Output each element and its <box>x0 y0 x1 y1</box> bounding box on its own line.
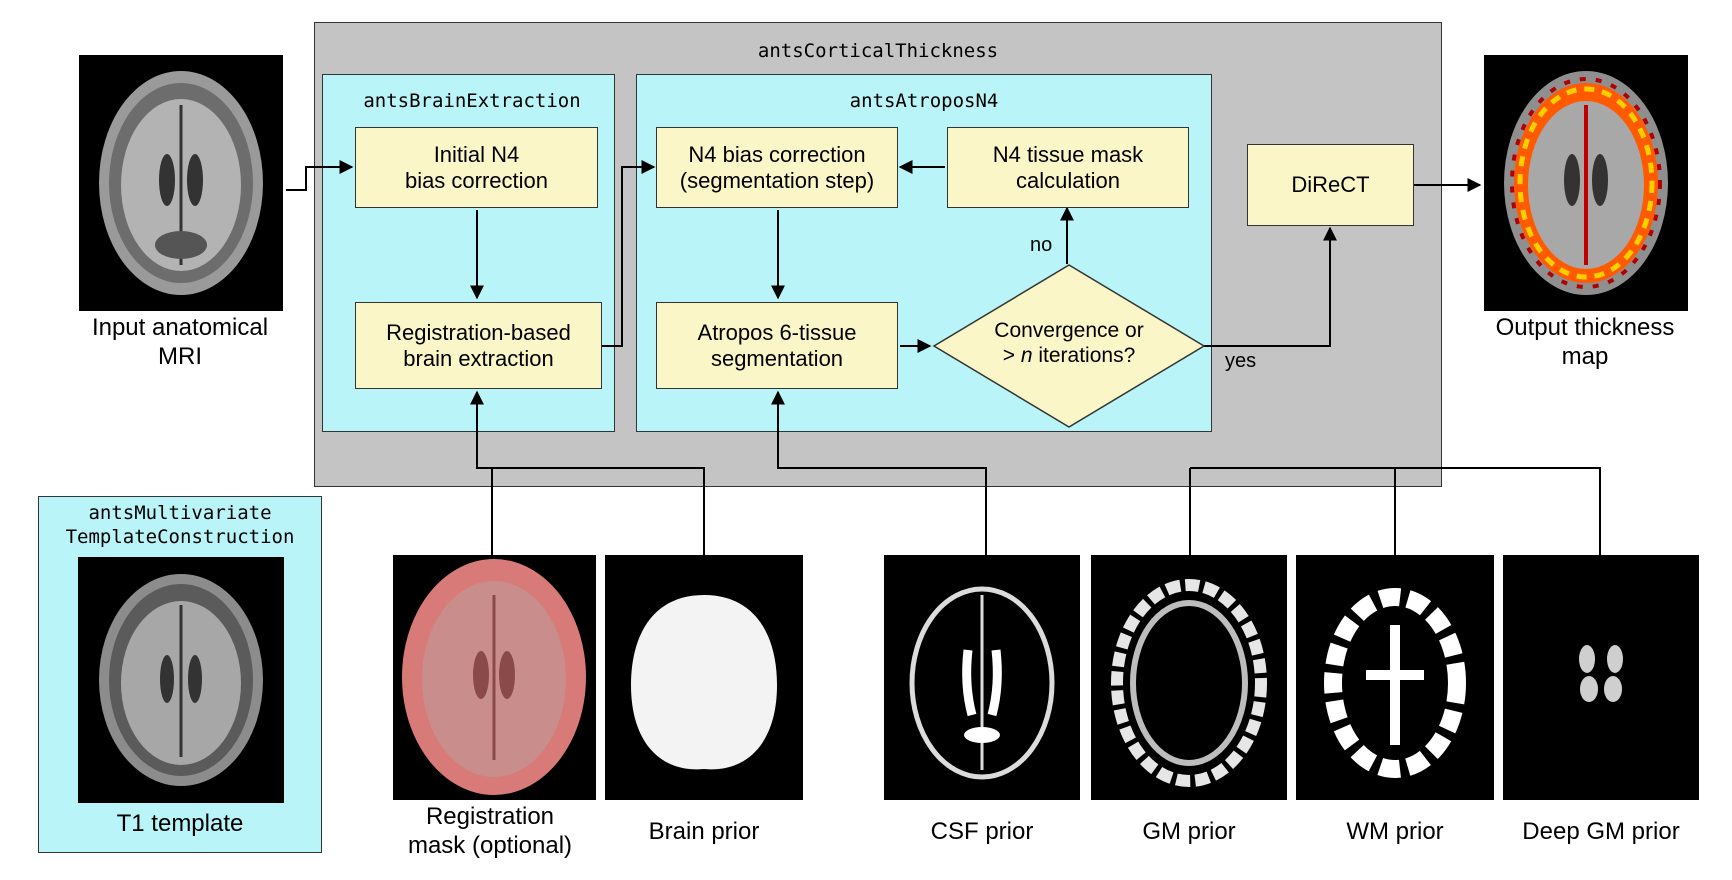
initial-n4-box: Initial N4 bias correction <box>355 127 598 208</box>
convergence-diamond <box>932 264 1206 428</box>
deep-gm-prior-image <box>1503 555 1699 800</box>
registration-mask-image <box>393 555 596 800</box>
brain-prior-label: Brain prior <box>648 818 760 845</box>
t1-template-label: T1 template <box>116 810 244 837</box>
output-thickness-label: Output thickness map <box>1495 314 1675 370</box>
t1-template-image <box>78 557 284 803</box>
direct-box: DiReCT <box>1247 144 1414 226</box>
gm-prior-label: GM prior <box>1142 818 1236 845</box>
convergence-line1: Convergence or <box>994 319 1144 342</box>
yes-label: yes <box>1225 350 1257 372</box>
no-label: no <box>1030 234 1053 256</box>
template-title-line1: antsMultivariate <box>88 502 272 524</box>
template-title-line2: TemplateConstruction <box>65 526 295 548</box>
input-mri-image <box>79 55 283 311</box>
brain-prior-image <box>605 555 803 800</box>
gm-prior-image <box>1091 555 1287 800</box>
deep-gm-prior-label: Deep GM prior <box>1522 818 1680 845</box>
wm-prior-label: WM prior <box>1346 818 1444 845</box>
registration-box: Registration-based brain extraction <box>355 302 602 389</box>
cortical-thickness-title: antsCorticalThickness <box>757 40 999 62</box>
n4-segmentation-box: N4 bias correction (segmentation step) <box>656 127 898 208</box>
convergence-line2: > n iterations? <box>1002 344 1136 368</box>
wm-prior-image <box>1296 555 1494 800</box>
registration-mask-label: Registration mask (optional) <box>407 803 573 859</box>
csf-prior-label: CSF prior <box>930 818 1034 845</box>
tissue-mask-box: N4 tissue mask calculation <box>947 127 1189 208</box>
brain-extraction-title: antsBrainExtraction <box>363 90 581 112</box>
input-mri-label: Input anatomical MRI <box>91 314 269 370</box>
output-thickness-image <box>1484 55 1688 311</box>
csf-prior-image <box>884 555 1080 800</box>
atropos-title: antsAtroposN4 <box>849 90 999 112</box>
convergence-text: Convergence or > n iterations? <box>932 318 1206 368</box>
atropos-box: Atropos 6-tissue segmentation <box>656 302 898 389</box>
